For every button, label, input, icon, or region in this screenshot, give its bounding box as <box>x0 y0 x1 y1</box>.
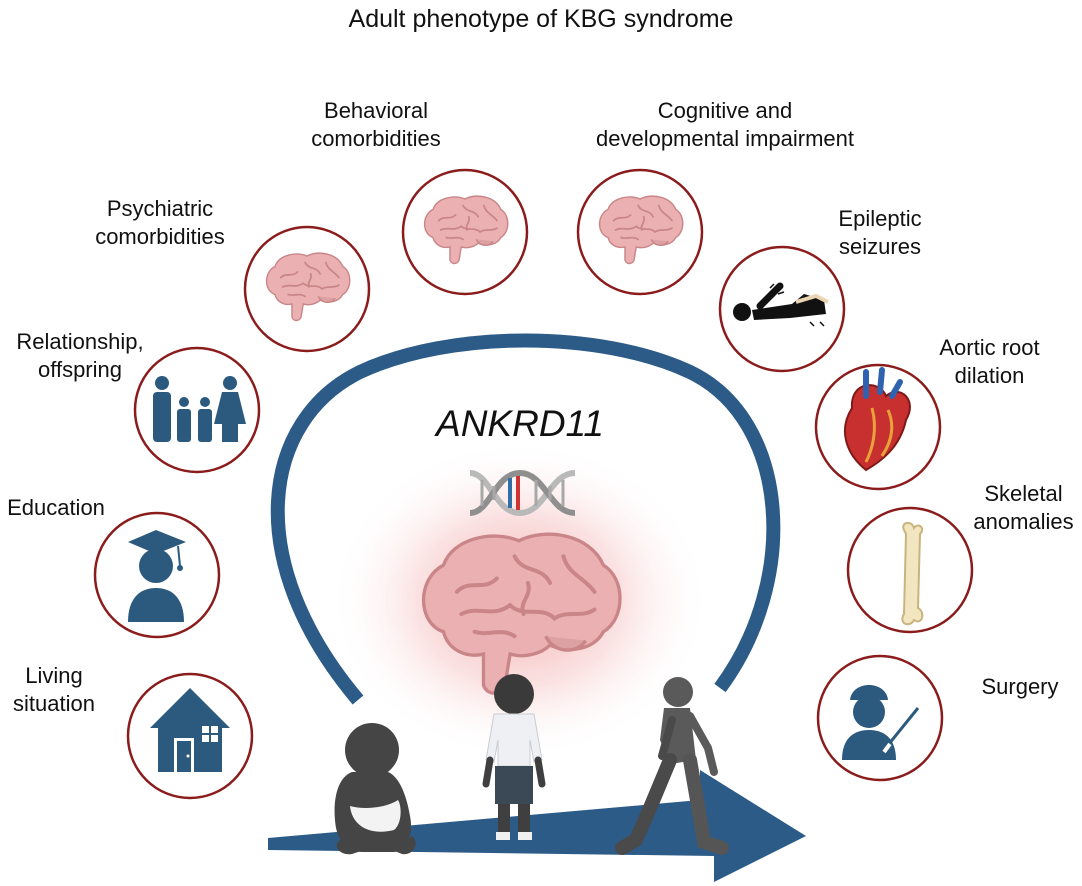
timeline-arrow <box>268 770 806 882</box>
adult-walking-icon <box>615 677 729 855</box>
feature-circle-aortic <box>814 363 942 491</box>
label-education: Education <box>7 495 105 520</box>
diagram-title: Adult phenotype of KBG syndrome <box>348 5 734 33</box>
gene-name: ANKRD11 <box>436 403 604 444</box>
surgeon-icon <box>842 685 920 760</box>
feature-circle-relationship <box>133 346 261 474</box>
feature-circle-education <box>93 511 221 639</box>
label-surgery: Surgery <box>981 674 1059 699</box>
bone-icon <box>901 522 924 626</box>
feature-circle-psychiatric <box>243 225 371 353</box>
label-relationship: Relationship,offspring <box>16 329 144 382</box>
child-icon <box>482 674 546 840</box>
lifespan-arc <box>270 333 781 705</box>
feature-circle-living <box>126 672 254 800</box>
heart-icon <box>843 367 911 472</box>
house-icon <box>150 688 230 772</box>
feature-circle-surgery <box>816 654 944 782</box>
seizure-person-icon <box>733 282 829 327</box>
family-icon <box>153 376 246 442</box>
graduate-icon <box>128 530 186 622</box>
feature-circle-cognitive <box>576 168 704 296</box>
feature-circle-epileptic <box>718 245 846 373</box>
baby-icon <box>334 723 416 855</box>
dna-icon <box>469 469 576 517</box>
feature-circle-skeletal <box>846 506 974 634</box>
feature-circle-behavioral <box>401 168 529 296</box>
